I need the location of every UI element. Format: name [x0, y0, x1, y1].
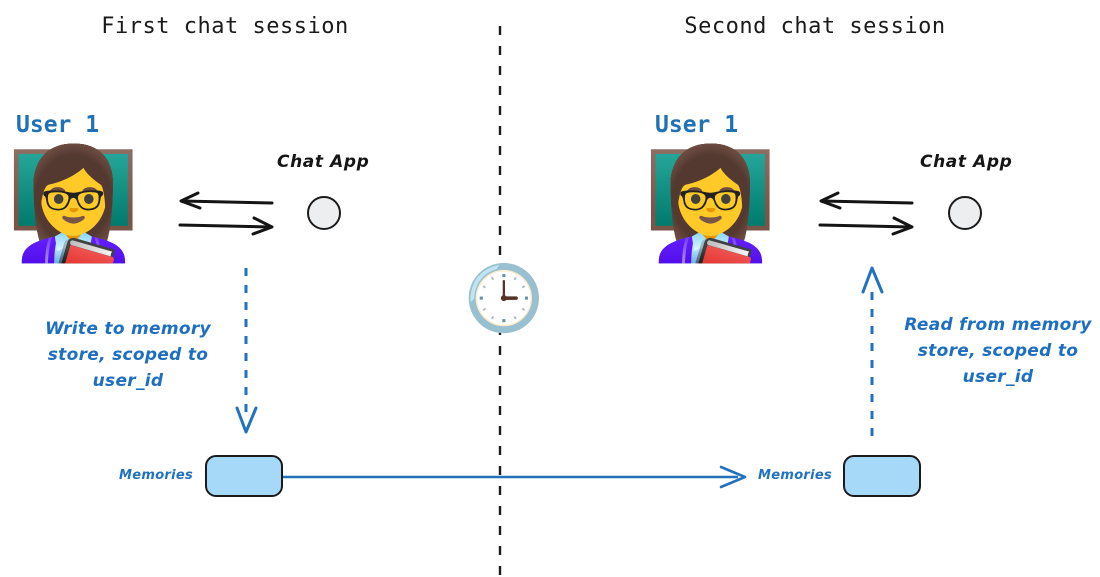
right-session-heading: Second chat session — [684, 14, 946, 39]
left-session-exchange-arrows — [178, 191, 274, 236]
right-memories-label: Memories — [758, 468, 833, 483]
right-user-avatar-icon: 👩‍🏫 — [643, 142, 778, 267]
right-chat-app-label: Chat App — [920, 152, 1013, 172]
memory-store-connector-arrow — [283, 465, 747, 489]
right-chat-app-node[interactable] — [948, 196, 982, 230]
left-chat-app-node[interactable] — [307, 196, 341, 230]
left-user-avatar-icon: 👩‍🏫 — [6, 142, 141, 267]
left-session-heading: First chat session — [101, 14, 349, 39]
right-read-flow-arrow-icon — [861, 266, 884, 436]
left-write-flow-arrow-icon — [235, 268, 258, 434]
right-user-label: User 1 — [655, 112, 739, 138]
left-annotation-text: Write to memory store, scoped to user_id — [45, 319, 211, 391]
right-memories-box[interactable] — [843, 455, 921, 497]
right-annotation-text: Read from memory store, scoped to user_i… — [904, 315, 1092, 387]
left-user-label: User 1 — [16, 112, 100, 138]
left-memories-label: Memories — [119, 468, 194, 483]
right-session-exchange-arrows — [818, 191, 914, 236]
left-chat-app-label: Chat App — [277, 152, 370, 172]
clock-icon: 🕒 — [464, 262, 544, 336]
left-memories-box[interactable] — [205, 455, 283, 497]
